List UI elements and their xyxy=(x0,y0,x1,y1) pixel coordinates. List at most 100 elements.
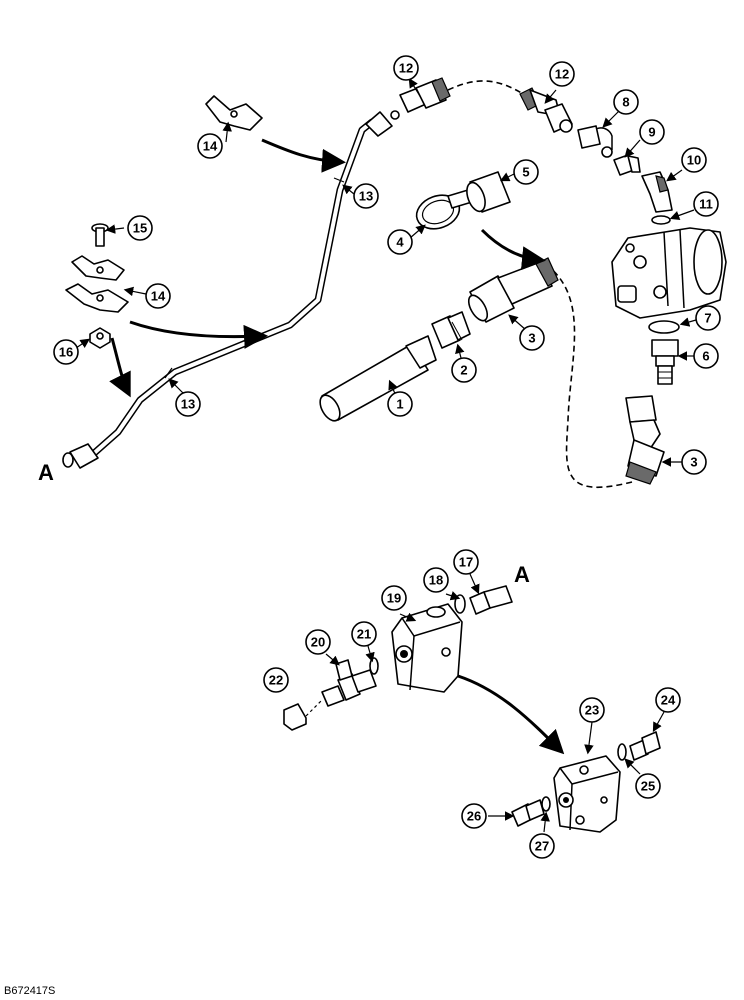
svg-text:20: 20 xyxy=(311,635,325,650)
svg-text:13: 13 xyxy=(181,397,195,412)
callout-16: 16 xyxy=(53,339,79,365)
callout-20: 20 xyxy=(305,629,331,655)
tube-end-fitting-left xyxy=(62,443,99,469)
steering-pump-body xyxy=(611,227,727,319)
svg-text:12: 12 xyxy=(399,61,413,76)
adapter-12-straight xyxy=(399,77,451,113)
svg-text:16: 16 xyxy=(59,345,73,360)
svg-text:24: 24 xyxy=(661,693,676,708)
svg-text:23: 23 xyxy=(585,703,599,718)
callout-25: 25 xyxy=(635,773,661,799)
svg-text:25: 25 xyxy=(641,779,655,794)
leader-lines xyxy=(75,77,697,833)
callout-21: 21 xyxy=(351,621,377,647)
svg-text:9: 9 xyxy=(648,125,655,140)
hose-path-3 xyxy=(547,265,633,488)
hydraulic-tube-13 xyxy=(88,118,376,459)
valve-block-23 xyxy=(553,755,621,833)
hose-end-3-lower xyxy=(625,395,665,485)
valve-block-19 xyxy=(391,603,463,693)
svg-text:12: 12 xyxy=(555,67,569,82)
callout-24: 24 xyxy=(655,687,681,713)
sleeve-5 xyxy=(466,171,511,213)
svg-text:15: 15 xyxy=(133,221,147,236)
callout-14-left: 14 xyxy=(145,283,171,309)
tube-clamp-14-top xyxy=(205,95,263,131)
fitting-6 xyxy=(651,339,679,385)
svg-text:14: 14 xyxy=(151,289,166,304)
svg-text:5: 5 xyxy=(522,165,529,180)
svg-text:22: 22 xyxy=(269,673,283,688)
fitting-9 xyxy=(613,154,641,176)
o-ring-25 xyxy=(617,743,627,761)
svg-text:17: 17 xyxy=(459,555,473,570)
callout-12-right: 12 xyxy=(549,61,575,87)
o-ring-7 xyxy=(648,320,680,334)
callout-19: 19 xyxy=(381,585,407,611)
callout-10: 10 xyxy=(681,147,707,173)
callout-3-lower: 3 xyxy=(681,449,707,475)
callout-18: 18 xyxy=(423,567,449,593)
callout-27: 27 xyxy=(529,833,555,859)
callout-11: 11 xyxy=(693,191,719,217)
fitting-26 xyxy=(511,799,545,827)
mount-arrow-4 xyxy=(480,228,546,271)
hose-clamp-4 xyxy=(415,189,473,230)
svg-text:27: 27 xyxy=(535,839,549,854)
callout-13-upper: 13 xyxy=(353,183,379,209)
callout-8: 8 xyxy=(613,89,639,115)
callout-1: 1 xyxy=(387,391,413,417)
hose-path-12 xyxy=(447,80,526,96)
elbow-fitting-10 xyxy=(641,171,673,213)
callout-5: 5 xyxy=(513,159,539,185)
cap-22 xyxy=(283,703,307,731)
svg-text:26: 26 xyxy=(467,809,481,824)
callout-12-left: 12 xyxy=(393,55,419,81)
svg-text:1: 1 xyxy=(396,397,403,412)
o-ring-27 xyxy=(541,796,551,812)
fitting-24 xyxy=(629,731,661,761)
adapter-12-angled xyxy=(519,87,573,133)
svg-text:8: 8 xyxy=(622,95,629,110)
svg-text:21: 21 xyxy=(357,627,371,642)
hose-end-3-upper xyxy=(467,257,559,323)
callout-14-top: 14 xyxy=(197,133,223,159)
o-ring-11 xyxy=(651,215,671,225)
svg-text:3: 3 xyxy=(690,455,697,470)
svg-text:4: 4 xyxy=(396,235,404,250)
shaft-1 xyxy=(319,335,437,422)
callout-26: 26 xyxy=(461,803,487,829)
svg-text:3: 3 xyxy=(528,331,535,346)
bolt-15 xyxy=(91,223,109,247)
mount-arrow-16 xyxy=(109,337,131,398)
mount-arrow-19 xyxy=(457,674,565,755)
callout-4: 4 xyxy=(387,229,413,255)
svg-text:10: 10 xyxy=(687,153,701,168)
connection-label-a-left: A xyxy=(38,460,54,485)
callout-7: 7 xyxy=(695,305,721,331)
callout-9: 9 xyxy=(639,119,665,145)
callout-13-lower: 13 xyxy=(175,391,201,417)
callout-22: 22 xyxy=(263,667,289,693)
svg-text:2: 2 xyxy=(460,363,467,378)
callout-3-upper: 3 xyxy=(519,325,545,351)
mount-arrow-14-left xyxy=(129,320,268,349)
figure-code: B672417S xyxy=(4,985,55,997)
svg-text:6: 6 xyxy=(702,349,709,364)
svg-text:13: 13 xyxy=(359,189,373,204)
nut-16 xyxy=(89,327,111,349)
fitting-17 xyxy=(469,585,513,615)
svg-text:11: 11 xyxy=(699,197,713,212)
tee-fitting-20 xyxy=(321,659,377,707)
svg-text:7: 7 xyxy=(704,311,711,326)
callout-23: 23 xyxy=(579,697,605,723)
tube-clamp-14-pair xyxy=(65,255,129,313)
callout-15: 15 xyxy=(127,215,153,241)
clamp-ring-8 xyxy=(577,125,613,158)
connection-label-a-right: A xyxy=(514,562,530,587)
svg-text:19: 19 xyxy=(387,591,401,606)
tube-end-fitting-top xyxy=(365,110,400,137)
leader-22-dashed xyxy=(305,699,323,717)
